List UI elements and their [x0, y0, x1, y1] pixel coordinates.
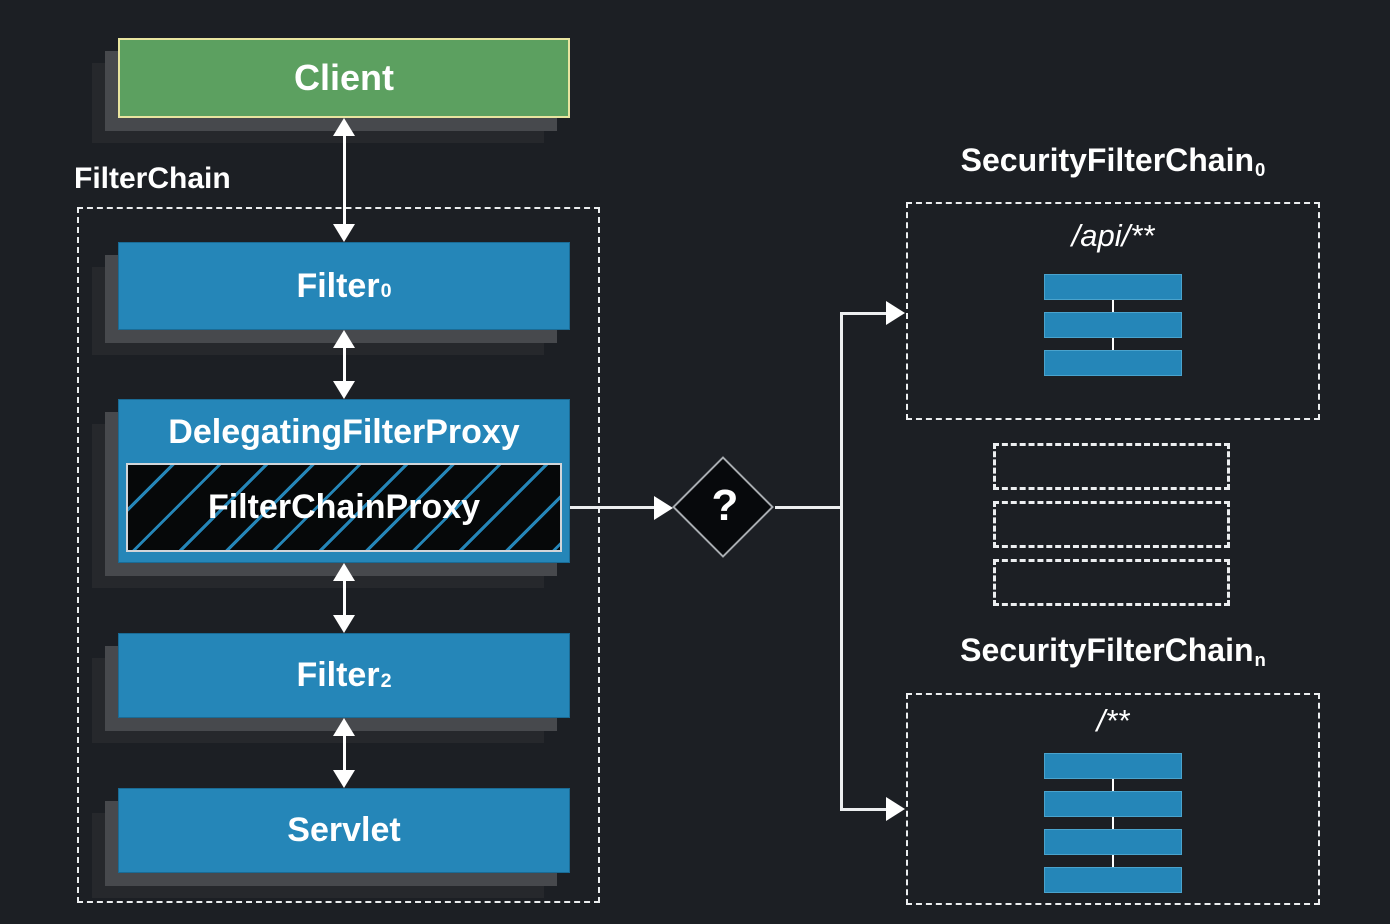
delegating-filter-proxy-box: DelegatingFilterProxy FilterChainProxy	[118, 399, 570, 563]
sfcn-title-text: SecurityFilterChain	[960, 632, 1254, 668]
client-label: Client	[293, 57, 394, 98]
arrowhead-into-sfcn	[886, 797, 905, 821]
arrowhead-into-diamond	[654, 496, 673, 520]
arrow-dfp-filter2	[333, 563, 355, 633]
filter-bar	[1044, 829, 1182, 855]
sfcn-url-pattern: /**	[1096, 703, 1130, 738]
client-box: Client	[118, 38, 570, 118]
decision-label: ?	[711, 481, 739, 530]
filter0-label: Filter	[296, 266, 380, 305]
filter-chain-proxy-label: FilterChainProxy	[207, 488, 481, 526]
filterchain-container	[77, 207, 600, 903]
filter-bar-connector	[1112, 779, 1114, 791]
line-diamond-to-trunk	[775, 506, 841, 509]
delegating-filter-proxy-label: DelegatingFilterProxy	[168, 413, 520, 451]
filter-chain-proxy-box: FilterChainProxy	[126, 463, 562, 552]
branch-trunk-line	[840, 313, 843, 809]
placeholder-security-filter-chain	[993, 559, 1230, 606]
sfc0-filter-stack	[1044, 274, 1182, 376]
arrow-client-filter0	[333, 118, 355, 242]
filter0-subscript: 0	[380, 280, 392, 303]
servlet-box: Servlet	[118, 788, 570, 873]
filter-bar	[1044, 753, 1182, 779]
placeholder-chain-stack	[993, 443, 1230, 606]
filter-bar	[1044, 350, 1182, 376]
security-filter-chain-n-box: /**	[906, 693, 1320, 905]
arrow-filter2-servlet	[333, 718, 355, 788]
sfc0-title-subscript: 0	[1255, 159, 1266, 181]
sfcn-filter-stack	[1044, 753, 1182, 893]
filterchain-label: FilterChain	[74, 162, 231, 195]
filter-bar-connector	[1112, 300, 1114, 312]
filter-bar-connector	[1112, 338, 1114, 350]
filter2-subscript: 2	[380, 669, 392, 692]
sfc0-title-text: SecurityFilterChain	[960, 142, 1255, 178]
sfcn-title-subscript: n	[1254, 649, 1266, 671]
arrowhead-into-sfc0	[886, 301, 905, 325]
filter-bar	[1044, 867, 1182, 893]
filter2-label: Filter	[296, 656, 380, 694]
servlet-label: Servlet	[287, 811, 401, 849]
placeholder-security-filter-chain	[993, 443, 1230, 490]
filter-bar	[1044, 312, 1182, 338]
security-filter-chain-n-title: SecurityFilterChainn	[906, 632, 1320, 671]
filter-bar-connector	[1112, 855, 1114, 867]
filter-bar-connector	[1112, 817, 1114, 829]
filter-bar	[1044, 274, 1182, 300]
line-fcp-to-diamond	[570, 506, 655, 509]
placeholder-security-filter-chain	[993, 501, 1230, 548]
arrow-filter0-dfp	[333, 330, 355, 399]
branch-line-top	[840, 312, 888, 315]
filter-bar	[1044, 791, 1182, 817]
sfc0-url-pattern: /api/**	[1071, 218, 1155, 253]
branch-line-bottom	[840, 808, 888, 811]
security-filter-chain-0-title: SecurityFilterChain0	[906, 142, 1320, 181]
security-filter-chain-0-box: /api/**	[906, 202, 1320, 420]
